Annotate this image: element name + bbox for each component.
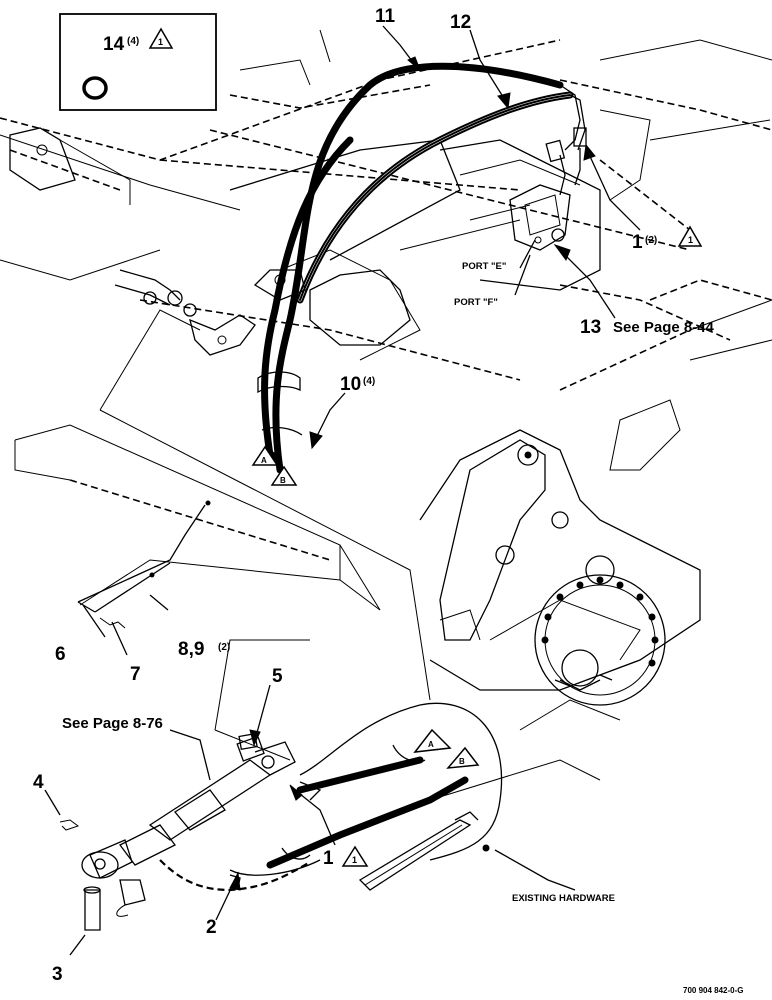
callout-10: 10 (340, 374, 361, 395)
callout-13: 13 (580, 317, 601, 338)
cylinder-assembly: A B (59, 702, 503, 931)
legend-box: 14 (4) 1 (59, 13, 217, 111)
wheel-holes (541, 576, 659, 667)
marker-a-label: A (261, 456, 267, 465)
callout-1-top-qty: (2) (645, 235, 657, 246)
callout-1-bottom: 1 (323, 848, 334, 869)
lower-marker-b-triangle-icon (446, 746, 480, 769)
note-1-bottom-number: 1 (352, 855, 357, 865)
callout-11: 11 (375, 6, 396, 27)
note-1-top-triangle-icon (677, 225, 703, 247)
marker-a-triangle-icon (251, 445, 279, 466)
callout-5: 5 (272, 666, 283, 687)
lower-marker-a-triangle-icon (413, 728, 452, 753)
upper-hoses: A B (114, 62, 587, 486)
existing-hardware-label: EXISTING HARDWARE (512, 893, 615, 904)
legend-item-number: 14 (103, 34, 125, 55)
callout-labels: 11 12 1 (2) 1 PORT "E" PORT "F" 13 See P… (33, 6, 744, 995)
o-ring-icon (82, 76, 108, 100)
see-page-8-76: See Page 8-76 (62, 715, 163, 732)
callout-1-top: 1 (632, 232, 643, 253)
legend-note-number: 1 (158, 37, 163, 47)
port-e-label: PORT "E" (462, 261, 506, 272)
document-number: 700 904 842-0-G (683, 986, 744, 995)
callout-10-qty: (4) (363, 376, 375, 387)
callout-4: 4 (33, 772, 44, 793)
marker-b-triangle-icon (270, 465, 298, 486)
note-1-bottom-triangle-icon (341, 845, 369, 867)
note-1-top-number: 1 (688, 235, 693, 245)
callout-8-9-qty: (2) (218, 642, 230, 653)
legend-item-qty: (4) (127, 36, 139, 47)
callout-13-reference: See Page 8-44 (613, 319, 715, 336)
callout-3: 3 (52, 964, 63, 985)
callout-2: 2 (206, 917, 217, 938)
callout-7: 7 (130, 664, 141, 685)
port-f-label: PORT "F" (454, 297, 498, 308)
marker-b-label: B (280, 476, 286, 485)
callout-12: 12 (450, 12, 471, 33)
lower-marker-a-label: A (428, 740, 434, 749)
leader-lines (44, 25, 641, 956)
callout-8-9: 8,9 (178, 639, 204, 660)
machine-frame (0, 29, 772, 801)
callout-6: 6 (55, 644, 66, 665)
deflector-plate (77, 500, 211, 629)
lower-marker-b-label: B (459, 757, 465, 766)
legend-note-triangle-icon (148, 27, 174, 49)
